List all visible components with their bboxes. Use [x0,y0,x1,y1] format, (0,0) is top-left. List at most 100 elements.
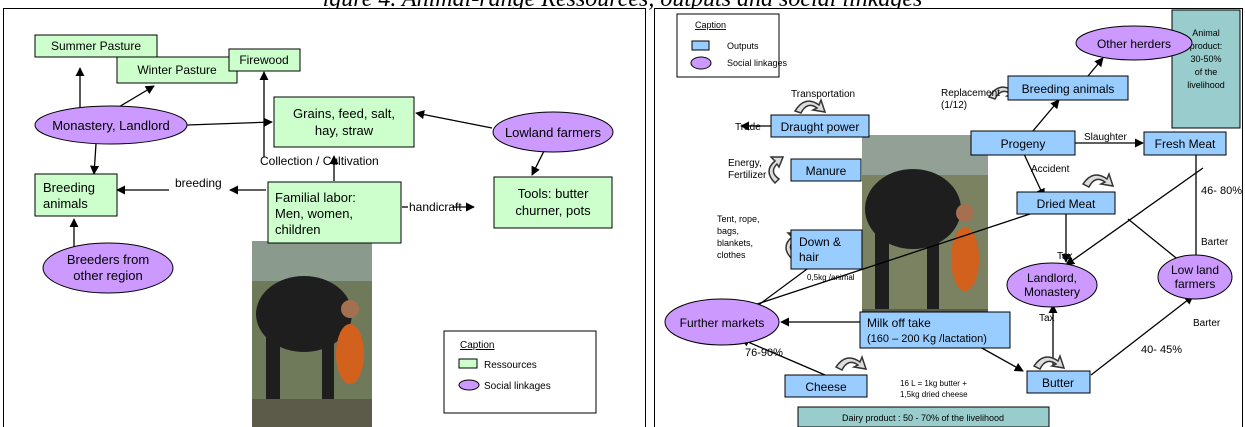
other-herders-label: Other herders [1097,37,1171,51]
winter-pasture-label: Winter Pasture [137,63,217,77]
further-markets-label: Further markets [680,316,765,330]
right-caption-social: Social linkages [727,58,788,68]
left-connectors [69,67,545,247]
firewood-node: Firewood [228,48,301,72]
firewood-label: Firewood [239,53,288,67]
down-hair-label-1: Down & [799,235,841,249]
grains-node: Grains, feed, salt, hay, straw [273,96,415,148]
barter-label-1: Barter [1201,237,1229,248]
tools-node: Tools: butter churner, pots [493,176,613,229]
dried-meat-cycle-icon [1081,171,1115,189]
landlord-label-1: Landlord, [1027,271,1077,285]
transportation-label: Transportation [791,89,855,100]
manure-cycle-icon [768,156,785,185]
animal-product-node: Animal product: 30-50% of the livelihood [1171,9,1241,129]
familial-labor-label-3: children [275,222,321,237]
pct-40-45-label: 40- 45% [1141,344,1182,356]
cheese-node: Cheese [784,374,868,398]
butter-node: Butter [1026,370,1091,394]
animal-product-l3: 30-50% [1190,54,1221,64]
breeding-edge-label: breeding [175,176,222,190]
breeders-label-2: other region [73,268,142,283]
other-herders-node: Other herders [1075,25,1193,61]
animal-product-l4: of the [1195,67,1218,77]
familial-labor-node: Familial labor: Men, women, children [267,181,402,244]
draught-power-node: Draught power [770,114,870,138]
per-animal-label: 0,5kg /animal [807,273,855,282]
social-swatch [458,379,480,391]
grains-label-2: hay, straw [315,123,374,138]
outputs-panel: Caption Outputs Social linkages Animal p… [654,8,1243,427]
animal-product-l5: livelihood [1187,80,1225,90]
right-caption-box: Caption Outputs Social linkages [676,13,788,78]
slaughter-label: Slaughter [1084,132,1127,143]
familial-labor-label-2: Men, women, [275,206,353,221]
landlord-label-2: Monastery [1024,285,1080,299]
milk-offtake-node: Milk off take (160 – 200 Kg /lactation) [859,311,1011,349]
landlord-monastery-node: Landlord, Monastery [1006,262,1098,308]
milk-label-1: Milk off take [867,316,931,330]
yak-milking-photo [252,241,372,427]
grains-label-1: Grains, feed, salt, [293,106,395,121]
draught-power-label: Draught power [781,120,860,134]
cheese-label: Cheese [805,380,847,394]
energy-label-2: Fertilizer [728,170,767,181]
fresh-meat-label: Fresh Meat [1155,137,1216,151]
down-hair-label-2: hair [799,250,819,264]
yak-milking-photo-right [862,135,988,335]
lowland-farmers-node: Lowland farmers [492,111,614,153]
tools-label-1: Tools: butter [518,186,589,201]
trade-label: Trade [735,122,761,133]
pct-46-80-label: 46- 80% [1201,185,1242,197]
tax-label-2: Tax [1039,313,1055,324]
replacement-label-2: (1/12) [941,100,967,111]
breeders-other-region-node: Breeders from other region [42,242,174,294]
milk-label-2: (160 – 200 Kg /lactation) [867,333,987,345]
tent-label-4: clothes [717,250,746,260]
left-caption-ressources: Ressources [484,360,537,371]
summer-pasture-node: Summer Pasture [34,34,158,58]
further-markets-node: Further markets [664,298,780,346]
replacement-label-1: Replacement [941,88,1000,99]
summer-pasture-label: Summer Pasture [51,39,141,53]
barter-label-2: Barter [1193,318,1221,329]
breeding-animals-label-2: animals [43,196,88,211]
tent-label-1: Tent, rope, [717,214,760,224]
conversion-label-2: 1,5kg dried cheese [900,390,968,399]
right-social-swatch [690,56,712,70]
progeny-node: Progeny [970,130,1076,156]
tax-label-1: Tax [1057,251,1073,262]
outputs-swatch [691,40,710,51]
left-caption-social: Social linkages [484,381,551,392]
breeding-animals-output-label: Breeding animals [1022,82,1115,96]
dairy-product-label: Dairy product : 50 - 70% of the liveliho… [842,413,1004,423]
handicraft-edge-label: handicraft [409,200,462,214]
right-caption-title: Caption [695,20,726,30]
tools-label-2: churner, pots [515,203,591,218]
butter-cycle-icon [1032,353,1066,371]
breeding-animals-output-node: Breeding animals [1007,75,1129,101]
breeding-animals-label-1: Breeding [43,180,95,195]
dried-meat-node: Dried Meat [1016,191,1116,215]
ressources-swatch [458,358,478,369]
low-land-farmers-node: Low land farmers [1157,254,1233,300]
low-land-label-2: farmers [1175,277,1216,291]
monastery-landlord-node: Monastery, Landlord [34,105,188,145]
animal-product-l1: Animal [1192,28,1220,38]
left-caption-title: Caption [460,340,494,351]
familial-labor-label-1: Familial labor: [275,190,356,205]
right-caption-outputs: Outputs [727,41,759,51]
dairy-product-node: Dairy product : 50 - 70% of the liveliho… [797,406,1050,427]
manure-node: Manure [790,158,862,182]
butter-label: Butter [1042,376,1074,390]
breeding-animals-node: Breeding animals [34,173,118,217]
conversion-label-1: 16 L = 1kg butter + [900,379,967,388]
down-hair-node: Down & hair [790,229,863,270]
tent-label-3: blankets, [717,238,753,248]
animal-product-l2: product: [1190,41,1223,51]
fresh-meat-node: Fresh Meat [1143,131,1227,156]
pct-76-90-label: 76-90% [745,347,783,359]
collection-cultivation-label: Collection / Cultivation [260,154,379,168]
transport-cycle-icon [793,97,827,114]
lowland-farmers-label: Lowland farmers [505,125,602,140]
